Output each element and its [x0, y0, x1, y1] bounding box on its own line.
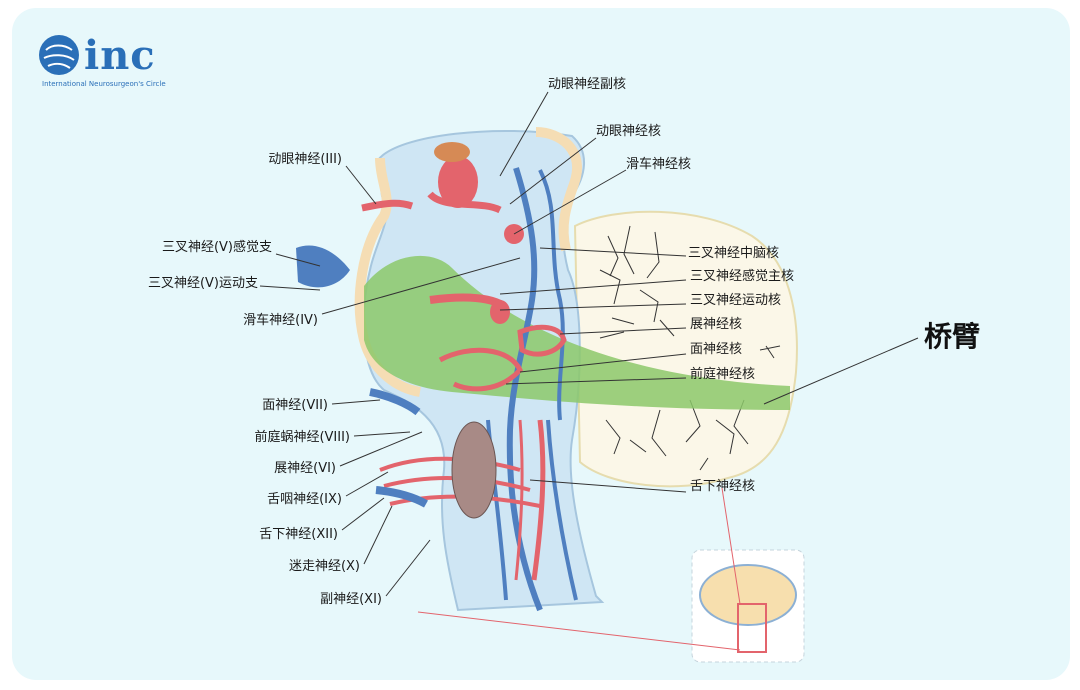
label-motor-trigeminal-nucleus: 三叉神经运动核 [690, 293, 782, 308]
label-accessory-oculomotor-nucleus: 动眼神经副核 [548, 77, 627, 92]
label-vestibular-nucleus: 前庭神经核 [690, 367, 756, 382]
cerebellum-folia [599, 225, 781, 471]
label-leaders [259, 91, 919, 597]
label-oculomotor-nucleus: 动眼神经核 [596, 124, 662, 139]
label-trigeminal-sensory-branch: 三叉神经(V)感觉支 [161, 240, 272, 255]
logo-subtitle: International Neurosurgeon's Circle [42, 80, 166, 88]
label-vagus-nerve: 迷走神经(X) [288, 559, 360, 574]
oculomotor-nucleus [438, 156, 478, 208]
label-trigeminal-motor-branch: 三叉神经(V)运动支 [147, 276, 258, 291]
hypoglossal-nucleus [451, 421, 497, 519]
inc-logo: inc International Neurosurgeon's Circle [36, 32, 186, 94]
brain-logo-icon [39, 35, 79, 75]
label-hypoglossal-nerve: 舌下神经(XII) [259, 527, 338, 542]
label-facial-nucleus: 面神经核 [690, 342, 743, 357]
label-accessory-nerve: 副神经(XI) [320, 592, 382, 607]
label-trochlear-nucleus: 滑车神经核 [626, 157, 692, 172]
trigeminal-nerve-root [296, 245, 350, 288]
label-abducens-nerve: 展神经(VI) [274, 461, 336, 476]
label-principal-trigeminal-nucleus: 三叉神经感觉主核 [690, 269, 795, 284]
label-glossopharyngeal-nerve: 舌咽神经(IX) [267, 492, 342, 507]
facial-nerve-loop [438, 347, 523, 392]
logo-wordmark: inc [84, 32, 156, 79]
label-vestibulocochlear-nerve: 前庭蜗神经(VIII) [254, 430, 350, 445]
inset-brain [699, 564, 797, 626]
label-middle-cerebellar-peduncle: 桥臂 [924, 320, 981, 353]
label-abducens-nucleus: 展神经核 [690, 317, 743, 332]
label-mesencephalic-trigeminal-nucleus: 三叉神经中脑核 [688, 246, 780, 261]
label-trochlear-nerve: 滑车神经(IV) [243, 313, 318, 328]
brainstem-outline [354, 157, 422, 397]
oculomotor-nerve-path [427, 191, 502, 214]
label-facial-nerve: 面神经(VII) [262, 398, 328, 413]
label-oculomotor-nerve: 动眼神经(III) [268, 152, 342, 167]
label-hypoglossal-nucleus: 舌下神经核 [690, 479, 756, 494]
cerebellum [573, 210, 798, 488]
